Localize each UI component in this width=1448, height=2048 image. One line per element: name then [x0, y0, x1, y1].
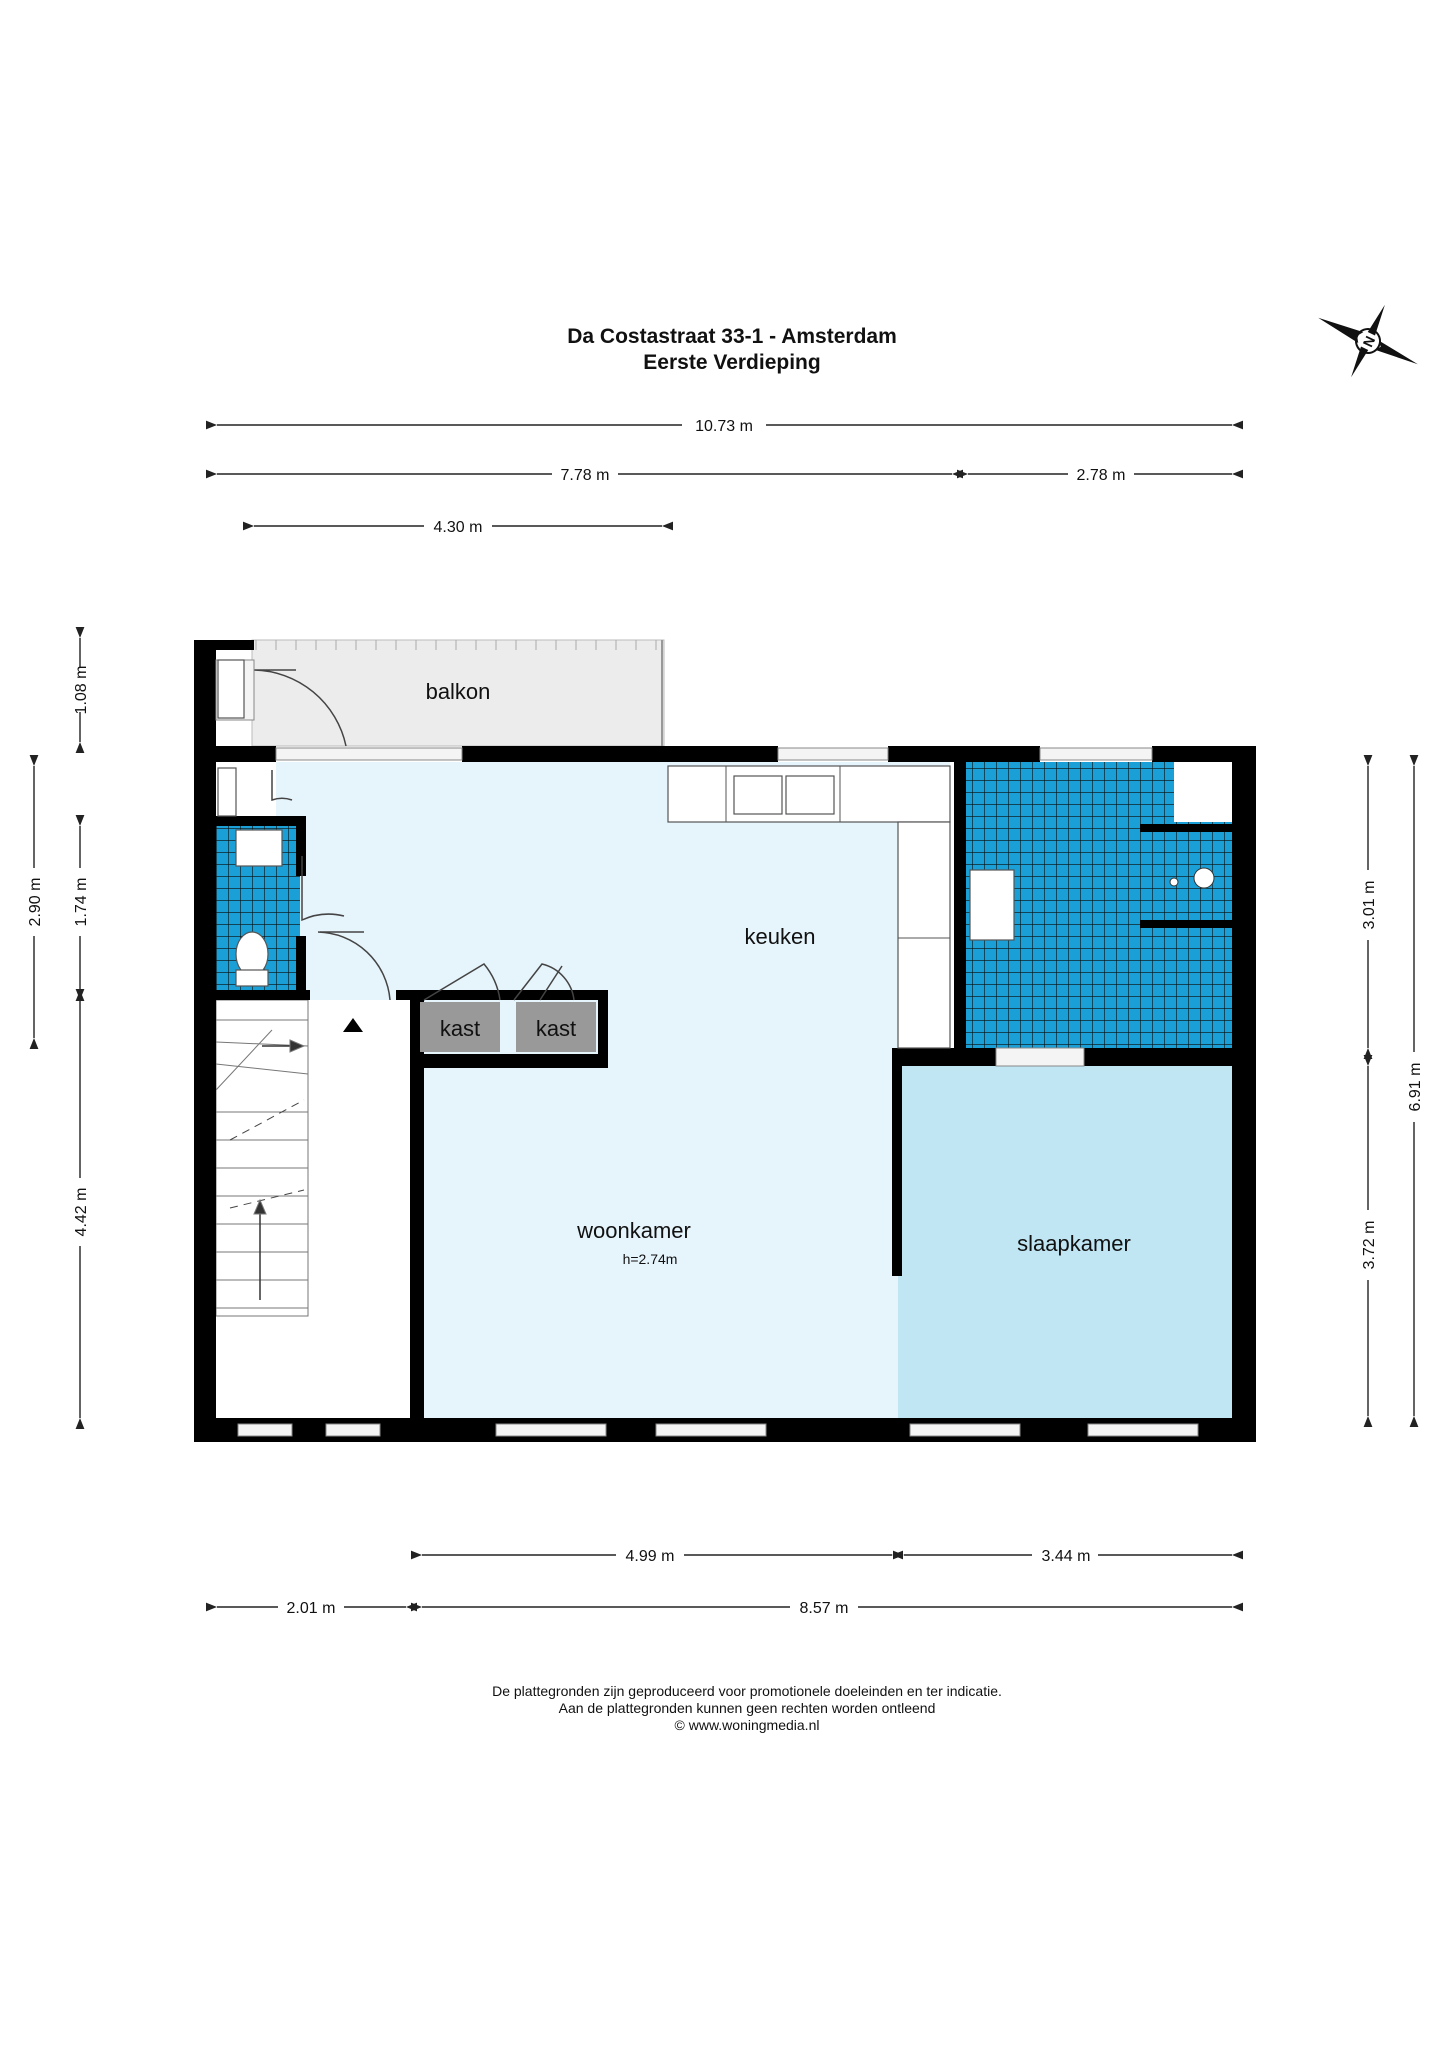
disclaimer-line-2: Aan de plattegronden kunnen geen rechten…: [559, 1700, 936, 1716]
slaapkamer-floor: [898, 1066, 1232, 1418]
dim-bottom-bedroom: 3.44 m: [1042, 1548, 1091, 1565]
meter-icon: [217, 767, 237, 817]
disclaimer-line-3: © www.woningmedia.nl: [675, 1717, 820, 1733]
boiler-icon: [217, 659, 245, 719]
dim-top-balcony: 4.30 m: [434, 519, 483, 536]
plan-subtitle: Eerste Verdieping: [643, 351, 820, 374]
dim-top-left: 7.78 m: [561, 467, 610, 484]
dim-left-toilet: 1.74 m: [73, 878, 90, 927]
disclaimer-line-1: De plattegronden zijn geproduceerd voor …: [492, 1683, 1002, 1699]
sanitary-fixtures: [217, 659, 1215, 987]
dim-left-balcony: 1.08 m: [73, 666, 90, 715]
room-label-keuken: keuken: [745, 924, 816, 949]
bottom-dimensions: 4.99 m 3.44 m 2.01 m 8.57 m: [205, 1548, 1244, 1617]
bathroom-cabinet: [1174, 762, 1232, 822]
plan-title: Da Costastraat 33-1 - Amsterdam: [567, 325, 897, 348]
compass-north-icon: N: [1318, 304, 1418, 378]
room-label-slaapkamer: slaapkamer: [1017, 1231, 1131, 1256]
left-dimensions: 1.08 m 2.90 m 1.74 m 4.42 m: [27, 626, 90, 1430]
dim-right-total: 6.91 m: [1407, 1063, 1424, 1112]
dim-top-total: 10.73 m: [695, 418, 753, 435]
kast-label-1: kast: [440, 1016, 480, 1041]
washbasin-icon: [235, 829, 283, 867]
room-height: h=2.74m: [623, 1251, 678, 1267]
kast-right: kast: [516, 1002, 596, 1052]
dim-bottom-main: 8.57 m: [800, 1600, 849, 1617]
dim-left-upper: 2.90 m: [27, 878, 44, 927]
top-dimensions: 10.73 m 7.78 m 2.78 m 4.30 m: [205, 418, 1244, 536]
kitchen-units: [667, 765, 951, 1049]
dim-left-stairs: 4.42 m: [73, 1188, 90, 1237]
bath-sink-icon: [969, 869, 1015, 941]
room-label-woonkamer: woonkamer: [576, 1218, 691, 1243]
room-label-balkon: balkon: [426, 679, 491, 704]
woonkamer-floor: [420, 1000, 904, 1418]
kast-label-2: kast: [536, 1016, 576, 1041]
sink-icon: [733, 775, 783, 815]
dim-top-right: 2.78 m: [1077, 467, 1126, 484]
stairwell-floor: [216, 1000, 410, 1418]
dim-right-bedroom: 3.72 m: [1361, 1221, 1378, 1270]
up-arrow-icon: [343, 1018, 363, 1032]
kast-left: kast: [420, 1002, 500, 1052]
dim-bottom-living: 4.99 m: [626, 1548, 675, 1565]
dim-right-bath: 3.01 m: [1361, 881, 1378, 930]
dim-bottom-stairs: 2.01 m: [287, 1600, 336, 1617]
shower-icon: [1193, 867, 1215, 889]
right-dimensions: 3.01 m 3.72 m 6.91 m: [1361, 754, 1424, 1428]
windows: [237, 747, 1199, 1437]
